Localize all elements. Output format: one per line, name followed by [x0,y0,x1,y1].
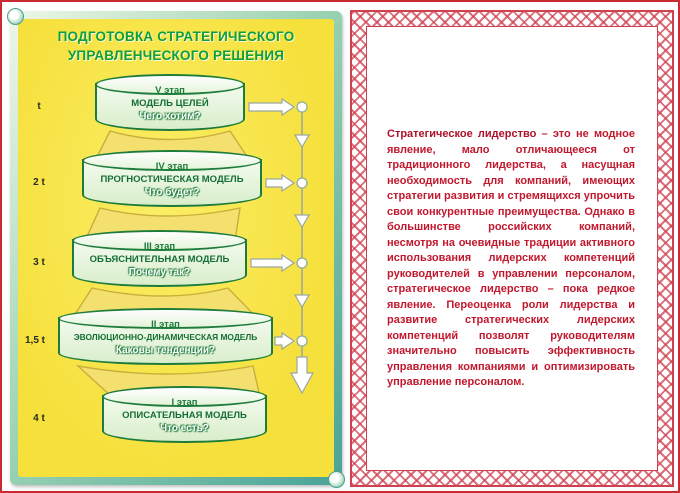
poster-title-line2: УПРАВЛЕНЧЕСКОГО РЕШЕНИЯ [67,48,285,63]
stage-cylinder-iii: III этап ОБЪЯСНИТЕЛЬНАЯ МОДЕЛЬ Почему та… [72,230,247,287]
article-panel: Стратегическое лидерство – это не модное… [350,10,674,487]
stage-cylinder-v: V этап МОДЕЛЬ ЦЕЛЕЙ Чего хотим? [95,74,245,131]
stage-question: Почему так? [128,267,191,278]
article-body: – это не модное явление, мало отличающее… [387,128,635,388]
stage-question: Что есть? [160,423,209,434]
stage-question: Что будет? [144,187,200,198]
poster-title: ПОДГОТОВКА СТРАТЕГИЧЕСКОГО УПРАВЛЕНЧЕСКО… [10,27,342,65]
stage-cylinder-iv: IV этап ПРОГНОСТИЧЕСКАЯ МОДЕЛЬ Что будет… [82,150,262,207]
stage-model: ЭВОЛЮЦИОННО-ДИНАМИЧЕСКАЯ МОДЕЛЬ [73,332,258,342]
stage-cylinder-i: I этап ОПИСАТЕЛЬНАЯ МОДЕЛЬ Что есть? [102,386,267,443]
time-label-v: t [37,101,41,112]
stage-label: I этап [171,397,198,408]
stage-model: МОДЕЛЬ ЦЕЛЕЙ [131,98,209,109]
stage-model: ПРОГНОСТИЧЕСКАЯ МОДЕЛЬ [100,174,244,185]
scroll-curl-top-icon [7,8,24,25]
stage-label: IV этап [155,161,189,172]
time-label-ii: 1,5 t [24,335,45,346]
time-label-iii: 3 t [33,257,45,268]
strategy-poster-panel: ПОДГОТОВКА СТРАТЕГИЧЕСКОГО УПРАВЛЕНЧЕСКО… [7,8,345,488]
poster-title-line1: ПОДГОТОВКА СТРАТЕГИЧЕСКОГО [57,29,295,44]
stage-label: V этап [155,85,185,96]
scroll-curl-bottom-icon [328,471,345,488]
article-lead: Стратегическое лидерство [387,128,537,140]
stage-cylinder-ii: II этап ЭВОЛЮЦИОННО-ДИНАМИЧЕСКАЯ МОДЕЛЬ … [58,308,273,365]
stage-model: ОБЪЯСНИТЕЛЬНАЯ МОДЕЛЬ [89,254,230,265]
stage-question: Чего хотим? [139,111,201,122]
stage-label: II этап [151,319,180,330]
article-panel-inner: Стратегическое лидерство – это не модное… [366,26,658,471]
stage-model: ОПИСАТЕЛЬНАЯ МОДЕЛЬ [122,410,247,421]
article-paragraph: Стратегическое лидерство – это не модное… [387,127,635,391]
stage-question: Каковы тенденции? [115,345,216,356]
time-label-iv: 2 t [33,177,45,188]
stage-label: III этап [143,241,176,252]
time-label-i: 4 t [33,413,45,424]
